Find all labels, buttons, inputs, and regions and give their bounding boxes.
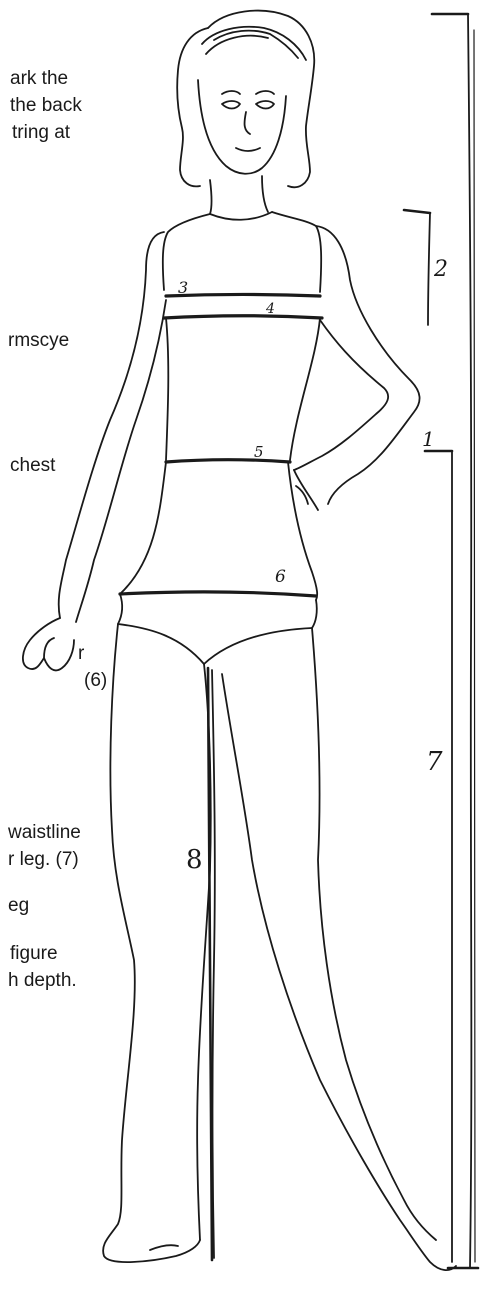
band-6 xyxy=(120,592,316,596)
label-8: 8 xyxy=(186,845,203,875)
label-2: 2 xyxy=(433,257,448,282)
hips xyxy=(118,594,317,664)
label-7: 7 xyxy=(426,747,443,777)
band-4 xyxy=(164,316,322,318)
measure-bands xyxy=(120,295,322,1261)
figure-numbers: 3 4 5 6 8 2 1 7 xyxy=(178,257,448,875)
measure-2-bracket xyxy=(404,210,430,325)
label-3: 3 xyxy=(178,278,188,297)
torso xyxy=(120,212,321,600)
right-arm xyxy=(294,226,420,510)
label-6: 6 xyxy=(275,567,286,587)
label-1: 1 xyxy=(422,427,435,451)
band-3 xyxy=(166,295,320,297)
left-arm xyxy=(23,232,166,670)
height-measure-line xyxy=(432,14,478,1268)
head xyxy=(177,11,314,214)
measure-7-bracket xyxy=(425,451,452,1262)
right-leg xyxy=(222,628,456,1270)
band-5 xyxy=(166,460,290,462)
label-5: 5 xyxy=(254,443,264,461)
label-4: 4 xyxy=(265,301,275,317)
left-leg xyxy=(103,624,215,1262)
